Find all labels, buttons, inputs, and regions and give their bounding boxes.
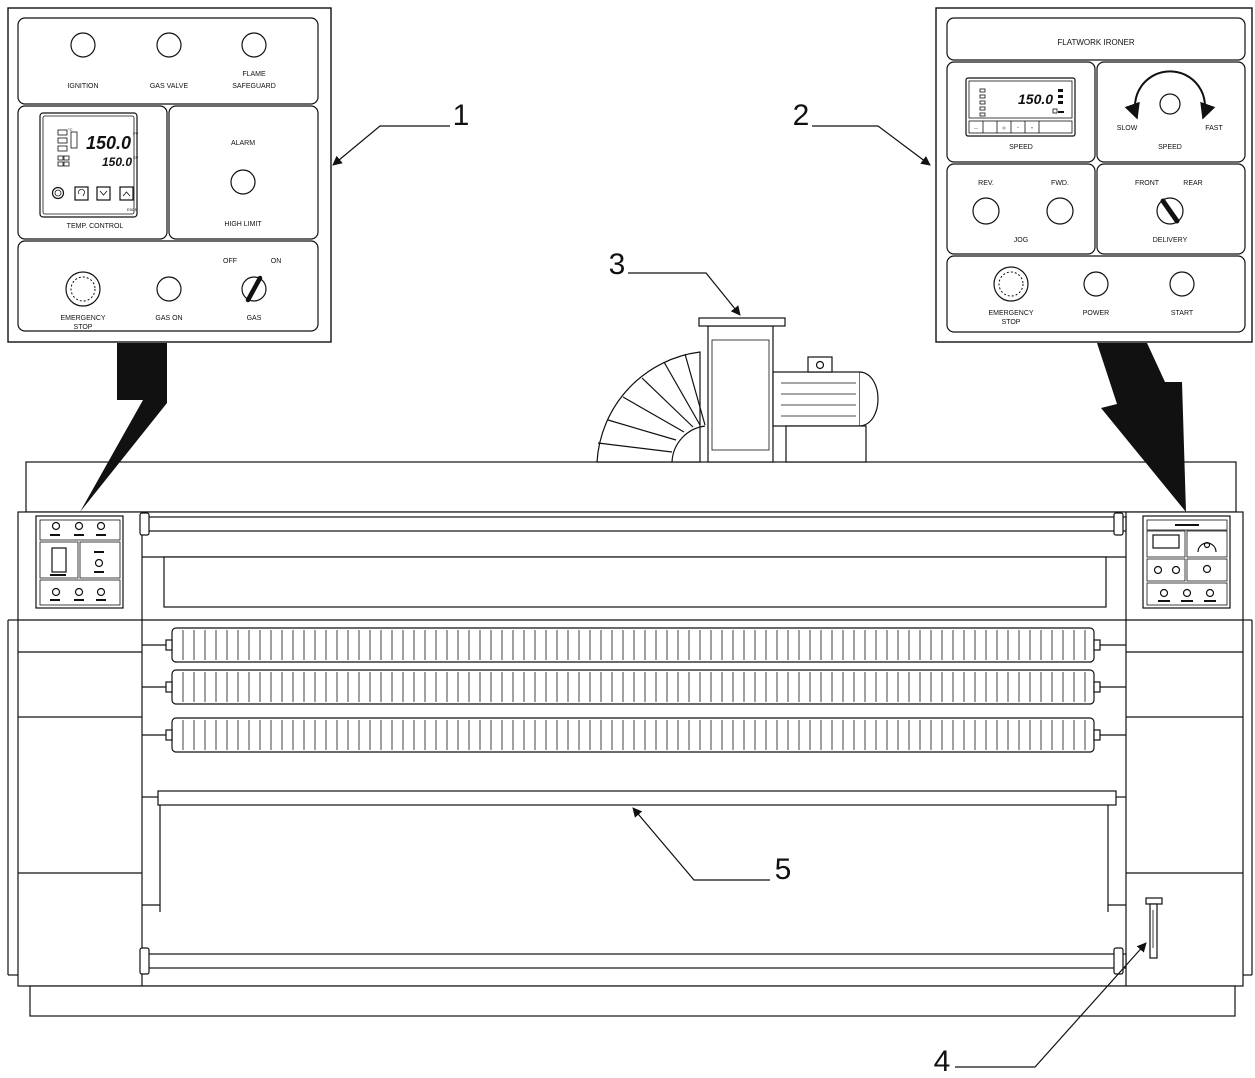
- feed-table: [163, 556, 1107, 608]
- controller-mode-button[interactable]: [74, 186, 89, 201]
- jog-reverse-button[interactable]: [972, 197, 1000, 225]
- exhaust-blower: [596, 317, 879, 463]
- jog-label: JOG: [1014, 237, 1028, 244]
- control-panel-1: IGNITION GAS VALVE FLAME SAFEGUARD 150.0…: [7, 7, 332, 343]
- ironing-rollers: [142, 627, 1126, 753]
- temp-control-label: TEMP. CONTROL: [67, 223, 124, 230]
- speed-knob[interactable]: [1159, 93, 1181, 115]
- ignition-label: IGNITION: [67, 83, 98, 90]
- start-button[interactable]: [1169, 271, 1195, 297]
- svg-text:—: —: [974, 125, 978, 130]
- gas-on-label: GAS ON: [155, 315, 182, 322]
- bottom-rail: [139, 947, 1127, 975]
- speed-display-unit: [965, 77, 1076, 137]
- speed-knob-label: SPEED: [1158, 144, 1182, 151]
- rev-label: REV.: [978, 180, 994, 187]
- delivery-label: DELIVERY: [1153, 237, 1188, 244]
- callout-5: 5: [775, 853, 792, 886]
- jog-forward-button[interactable]: [1046, 197, 1074, 225]
- gas-off-label: OFF: [223, 258, 237, 265]
- slow-label: SLOW: [1117, 125, 1138, 132]
- speed-display-label: SPEED: [1009, 144, 1033, 151]
- fast-label: FAST: [1205, 125, 1223, 132]
- leader-2: [812, 125, 931, 166]
- svg-text:^: ^: [1017, 125, 1019, 130]
- unit-indicator: °C: [68, 127, 73, 132]
- power-lamp: [1083, 271, 1109, 297]
- roller-3: [171, 717, 1095, 753]
- pointer-arrow-right: [1097, 343, 1186, 512]
- controller-up-button[interactable]: [119, 186, 134, 201]
- rear-label: REAR: [1183, 180, 1202, 187]
- control-panel-2: FLATWORK IRONER 150.0 — ◎ ^ » SPEED SLOW…: [935, 7, 1253, 343]
- high-limit-lamp: [230, 169, 256, 195]
- emergency-stop-button[interactable]: [65, 271, 101, 307]
- mini-panel-left: [35, 515, 124, 609]
- leader-4: [955, 942, 1147, 1068]
- return-ribbon-bar: [142, 790, 1126, 912]
- delivery-selector-switch[interactable]: [1156, 197, 1184, 225]
- front-label: FRONT: [1135, 180, 1160, 187]
- gas-on-position-label: ON: [271, 258, 282, 265]
- roller-2: [171, 669, 1095, 705]
- fwd-label: FWD.: [1051, 180, 1069, 187]
- svg-text:»: »: [1031, 125, 1034, 130]
- gas-valve-label: GAS VALVE: [150, 83, 189, 90]
- svg-text:◎: ◎: [1002, 125, 1006, 130]
- controller-down-button[interactable]: [96, 186, 111, 201]
- callout-3: 3: [609, 248, 626, 281]
- ignition-lamp: [70, 32, 96, 58]
- pv-display: 150.0: [86, 133, 131, 153]
- pointer-arrow-left: [80, 343, 167, 512]
- emergency-stop-button-2[interactable]: [993, 266, 1029, 302]
- high-limit-label: HIGH LIMIT: [224, 221, 262, 228]
- gas-selector-switch[interactable]: [241, 275, 267, 303]
- gas-on-lamp: [156, 276, 182, 302]
- mini-panel-right: [1142, 515, 1231, 609]
- callout-2: 2: [793, 99, 810, 132]
- pv-tag: PV: [133, 131, 139, 136]
- alarm-label: ALARM: [231, 140, 255, 147]
- emergency-label-2: EMERGENCY: [988, 310, 1033, 317]
- flame-safeguard-lamp: [241, 32, 267, 58]
- temp-controller: [39, 112, 138, 218]
- gas-valve-lamp: [156, 32, 182, 58]
- stop-label-2: STOP: [1002, 319, 1021, 326]
- callout-1: 1: [453, 99, 470, 132]
- callout-4: 4: [934, 1045, 951, 1078]
- leader-3: [628, 272, 741, 316]
- gas-label: GAS: [247, 315, 262, 322]
- sv-tag: SV: [133, 155, 139, 160]
- safeguard-label: SAFEGUARD: [232, 83, 276, 90]
- start-label: START: [1171, 310, 1194, 317]
- speed-display: 150.0: [1018, 91, 1053, 107]
- leader-1: [332, 125, 450, 166]
- sv-display: 150.0: [102, 155, 132, 169]
- flame-label: FLAME: [242, 71, 266, 78]
- emergency-label: EMERGENCY: [60, 315, 105, 322]
- leader-5: [632, 807, 770, 881]
- power-label: POWER: [1083, 310, 1109, 317]
- controller-model: E5CN: [127, 207, 138, 212]
- roller-1: [171, 627, 1095, 663]
- foot-switch[interactable]: [1145, 897, 1163, 959]
- controller-level-button[interactable]: [51, 186, 65, 200]
- panel-title: FLATWORK IRONER: [1057, 38, 1134, 47]
- stop-label: STOP: [74, 324, 93, 331]
